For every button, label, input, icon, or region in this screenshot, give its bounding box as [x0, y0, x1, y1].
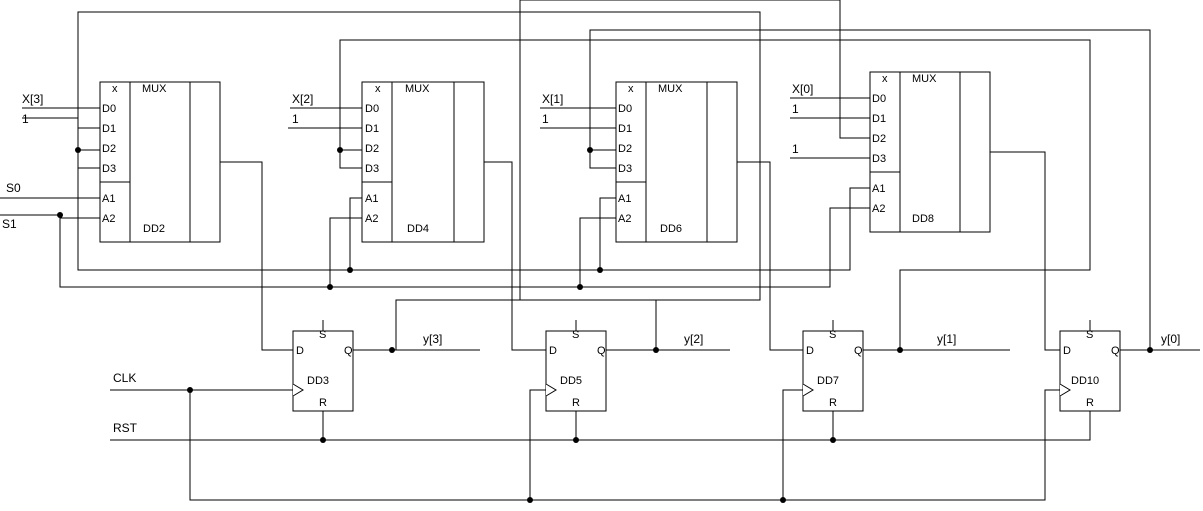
pin-d1: D1: [872, 113, 886, 125]
mux-header: MUX: [912, 73, 937, 85]
mux-header: MUX: [405, 83, 430, 95]
ff-id: DD7: [817, 375, 839, 387]
pin-d2: D2: [365, 143, 379, 155]
pin-d3: D3: [618, 163, 632, 175]
pin-a1: A1: [102, 193, 115, 205]
input-x2-label: X[2]: [292, 92, 313, 106]
ff-blocks: [292, 330, 1121, 412]
pin-a2: A2: [102, 213, 115, 225]
wires: [0, 0, 1200, 501]
wire-y2-to-bus: [520, 299, 657, 350]
mux-dd8: [869, 71, 991, 233]
wire-y1-feedback: [339, 39, 1091, 350]
output-y0-label: y[0]: [1161, 332, 1180, 346]
mux-id: DD8: [912, 213, 934, 225]
wire-s0-bus: [77, 150, 870, 271]
pin-d1: D1: [618, 123, 632, 135]
input-x0-label: X[0]: [792, 82, 813, 96]
output-y2-label: y[2]: [684, 332, 703, 346]
ff-dd7: [802, 330, 864, 412]
wire-y0-feedback: [589, 29, 1151, 350]
ff-pin-s: S: [319, 329, 326, 341]
pin-a2: A2: [365, 213, 378, 225]
mux-x-label: x: [882, 73, 888, 85]
mux-blocks: [99, 71, 991, 243]
pin-a2: A2: [618, 213, 631, 225]
input-one-label: 1: [292, 112, 299, 126]
pin-d2: D2: [872, 133, 886, 145]
ff-id: DD10: [1071, 375, 1099, 387]
ff-pin-r: R: [1086, 397, 1094, 409]
mux-id: DD6: [660, 223, 682, 235]
pin-a1: A1: [872, 183, 885, 195]
ff-dd3: [292, 330, 354, 412]
ff-pin-d: D: [549, 345, 557, 357]
input-one-label: 1: [792, 102, 799, 116]
input-x3-label: X[3]: [22, 92, 43, 106]
ff-pin-r: R: [572, 397, 580, 409]
ff-pin-q: Q: [597, 345, 606, 357]
ff-pin-q: Q: [344, 345, 353, 357]
input-one-label: 1: [22, 112, 29, 126]
pin-a1: A1: [365, 193, 378, 205]
mux-header: MUX: [142, 83, 167, 95]
pin-d3: D3: [365, 163, 379, 175]
mux-id: DD2: [143, 223, 165, 235]
ff-dd10: [1059, 330, 1121, 412]
ff-pin-s: S: [1086, 329, 1093, 341]
wire-y3-feedback: [77, 11, 761, 350]
pin-d0: D0: [872, 93, 886, 105]
junctions: [57, 147, 1153, 503]
mux-x-label: x: [112, 83, 118, 95]
ff-pin-r: R: [829, 397, 837, 409]
input-x1-label: X[1]: [542, 92, 563, 106]
pin-d2: D2: [618, 143, 632, 155]
signal-s0-label: S0: [6, 181, 21, 195]
mux-id: DD4: [407, 223, 429, 235]
input-one-label: 1: [792, 142, 799, 156]
wire-s1-bus: [59, 207, 870, 288]
pin-d0: D0: [618, 103, 632, 115]
pin-a2: A2: [872, 203, 885, 215]
ff-pin-d: D: [296, 345, 304, 357]
ff-pin-s: S: [572, 329, 579, 341]
mux-dd4: [361, 81, 485, 243]
input-one-label: 1: [542, 112, 549, 126]
pin-a1: A1: [618, 193, 631, 205]
mux-dd2: [99, 81, 221, 243]
signal-clk-label: CLK: [113, 371, 136, 385]
output-y1-label: y[1]: [937, 332, 956, 346]
ff-dd5: [545, 330, 607, 412]
pin-d1: D1: [102, 123, 116, 135]
output-y3-label: y[3]: [423, 332, 442, 346]
ff-id: DD5: [560, 375, 582, 387]
mux-header: MUX: [658, 83, 683, 95]
mux-dd6: [615, 81, 738, 243]
pin-d3: D3: [872, 153, 886, 165]
ff-pin-d: D: [806, 345, 814, 357]
ff-pin-r: R: [319, 397, 327, 409]
ff-pin-s: S: [829, 329, 836, 341]
pin-d0: D0: [365, 103, 379, 115]
pin-d2: D2: [102, 143, 116, 155]
mux-x-label: x: [628, 83, 634, 95]
pin-d0: D0: [102, 103, 116, 115]
mux-x-label: x: [375, 83, 381, 95]
ff-pin-q: Q: [854, 345, 863, 357]
pin-d1: D1: [365, 123, 379, 135]
ff-id: DD3: [307, 375, 329, 387]
pin-d3: D3: [102, 163, 116, 175]
ff-pin-d: D: [1063, 345, 1071, 357]
ff-pin-q: Q: [1111, 345, 1120, 357]
signal-s1-label: S1: [2, 217, 17, 231]
signal-rst-label: RST: [113, 421, 138, 435]
wire-y2-feedback: [519, 0, 870, 300]
